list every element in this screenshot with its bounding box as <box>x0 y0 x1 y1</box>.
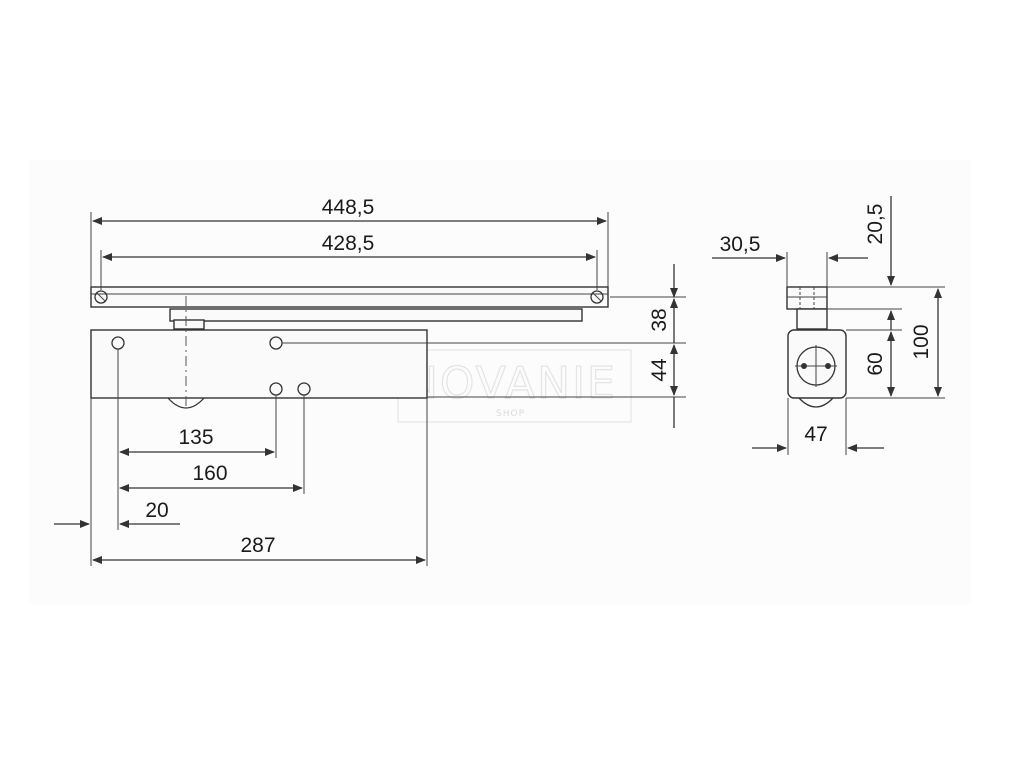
body-profile <box>787 329 847 399</box>
slide-rail <box>90 286 609 308</box>
dim-label-38: 38 <box>648 308 671 331</box>
front-view: 448,5 428,5 38 44 135 160 20 287 <box>54 196 686 566</box>
spindle-outline <box>167 397 205 409</box>
dim-label-448: 448,5 <box>322 196 375 219</box>
side-spindle-outline <box>798 397 834 408</box>
dim-label-428: 428,5 <box>322 232 375 255</box>
side-pin-right <box>825 363 831 369</box>
dim-label-30-5: 30,5 <box>720 233 761 256</box>
rail-screw-left <box>94 290 108 304</box>
side-pin-left <box>801 363 807 369</box>
rail-profile <box>786 286 828 310</box>
dim-label-160: 160 <box>192 462 227 485</box>
side-view: 30,5 20,5 60 100 47 <box>712 196 945 455</box>
watermark: NOVANIE SHOP <box>397 349 632 423</box>
dim-label-20: 20 <box>145 499 168 522</box>
dim-label-287: 287 <box>240 534 275 557</box>
arm-profile <box>796 308 828 330</box>
dim-label-47: 47 <box>804 423 827 446</box>
arm-pivot <box>173 319 205 330</box>
lever-arm <box>169 308 583 322</box>
dim-label-60: 60 <box>864 352 887 375</box>
closer-body <box>90 329 428 399</box>
watermark-brand: NOVANIE <box>405 358 617 409</box>
dim-label-100: 100 <box>910 324 933 359</box>
watermark-sub: SHOP <box>496 409 525 419</box>
dim-label-135: 135 <box>178 426 213 449</box>
dim-label-44: 44 <box>648 358 671 382</box>
dim-label-20-5: 20,5 <box>864 204 887 245</box>
rail-screw-right <box>590 290 604 304</box>
